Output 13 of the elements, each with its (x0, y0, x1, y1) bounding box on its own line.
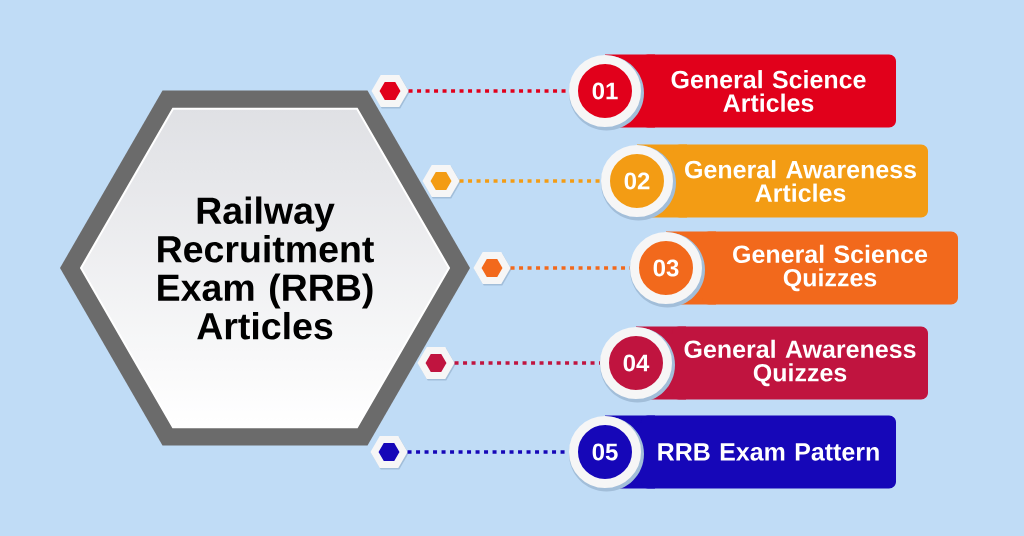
hexagon-marker (370, 435, 409, 470)
dotted-line (459, 179, 601, 183)
node-label: General Science Quizzes (733, 244, 928, 292)
node-label: General Awareness Articles (685, 160, 916, 202)
node-label: General Awareness Quizzes (684, 339, 916, 387)
dotted-line (408, 89, 569, 93)
dotted-line (454, 361, 600, 365)
hexagon-marker (473, 251, 512, 286)
hexagon-marker (417, 346, 456, 381)
node-label: General Science Articles (671, 70, 866, 112)
hexagon-marker (371, 74, 410, 109)
node-label: RRB Exam Pattern (658, 443, 879, 461)
hexagon-marker (422, 164, 461, 199)
